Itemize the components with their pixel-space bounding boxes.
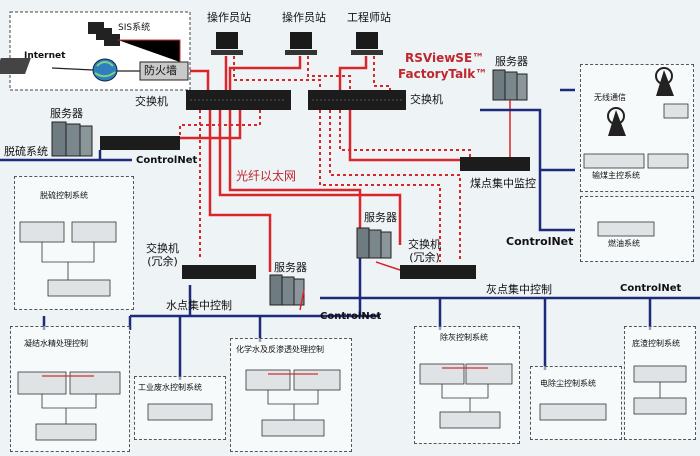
- plc-rack: [69, 371, 121, 395]
- electrostatic-box: [530, 366, 622, 440]
- workstation-icon: [285, 32, 317, 55]
- bottom-ash-label: 底渣控制系统: [632, 339, 680, 348]
- antenna-icon: [655, 67, 674, 96]
- server-main-rack: [51, 121, 93, 157]
- coal-main-ctrl-label: 输煤主控系统: [592, 171, 640, 180]
- plc-rack: [261, 419, 325, 437]
- server-ash-label: 服务器: [364, 211, 397, 224]
- plc-rack: [19, 221, 65, 243]
- fiber-net-label: 光纤以太网: [236, 169, 297, 183]
- server-water-rack: [269, 274, 305, 306]
- server-water-label: 服务器: [274, 261, 307, 274]
- plc-rack: [663, 103, 689, 119]
- plc-rack: [17, 371, 67, 395]
- switch-redundant-left-label: 交换机 (冗余): [146, 242, 179, 269]
- controlnet-desulf-label: ControlNet: [136, 155, 198, 166]
- ash-center-label: 灰点集中控制: [486, 283, 552, 296]
- desulf-controller-device: [100, 136, 180, 150]
- plc-rack: [647, 153, 689, 169]
- plc-rack: [147, 403, 213, 421]
- server-ash-rack: [356, 227, 392, 259]
- coal-subsystem-box: [580, 64, 694, 192]
- antenna-icon: [607, 107, 626, 136]
- factorytalk-label: FactoryTalk™: [398, 67, 488, 81]
- plc-rack: [539, 403, 607, 421]
- fiber-ethernet-redundant-links: [179, 56, 471, 262]
- fuel-oil-label: 燃油系统: [608, 239, 640, 248]
- sis-label: SIS系统: [118, 23, 151, 33]
- fiber-ethernet-links: [180, 56, 470, 272]
- controlnet-buses: [0, 88, 700, 380]
- wastewater-label: 工业废水控制系统: [138, 383, 202, 392]
- ash-removal-label: 除灰控制系统: [440, 333, 488, 342]
- workstation-icon: [211, 32, 243, 55]
- switch-main-right-label: 交换机: [410, 93, 443, 106]
- plc-rack: [465, 363, 513, 385]
- plc-rack: [245, 369, 291, 391]
- plc-rack: [583, 153, 645, 169]
- wireless-label: 无线通信: [594, 93, 626, 102]
- switch-redundant-right-device: [400, 265, 476, 279]
- coal-center-label: 煤点集中监控: [470, 177, 536, 190]
- internet-label: Internet: [24, 51, 66, 61]
- desulf-ctrl-label: 脱硫控制系统: [40, 191, 88, 200]
- laptop-icon: [0, 58, 31, 74]
- condensate-label: 凝结水精处理控制: [24, 339, 88, 348]
- op-station-2-label: 操作员站: [282, 11, 326, 24]
- plc-rack: [633, 365, 687, 383]
- plc-rack: [293, 369, 341, 391]
- server-main-label: 服务器: [50, 107, 83, 120]
- plc-rack: [633, 397, 687, 415]
- server-coal-rack: [492, 69, 528, 101]
- plc-rack: [419, 363, 465, 385]
- switch-redundant-left-device: [182, 265, 256, 279]
- controlnet-ash-label: ControlNet: [620, 283, 682, 294]
- rsview-label: RSViewSE™: [405, 51, 485, 65]
- switch-redundant-right-label: 交换机 (冗余): [408, 238, 441, 265]
- plc-rack: [71, 221, 117, 243]
- switch-main-left-label: 交换机: [135, 95, 168, 108]
- server-coal-label: 服务器: [495, 55, 528, 68]
- water-center-label: 水点集中控制: [166, 299, 232, 312]
- desulf-label: 脱硫系统: [4, 145, 48, 158]
- bottom-ash-box: [624, 326, 696, 440]
- workstation-icon: [351, 32, 383, 55]
- plc-rack: [597, 221, 655, 237]
- controlnet-water-label: ControlNet: [320, 311, 382, 322]
- controlnet-coal-label: ControlNet: [506, 235, 574, 248]
- firewall-label: 防火墙: [144, 64, 177, 77]
- engineer-station-label: 工程师站: [347, 11, 391, 24]
- plc-rack: [35, 423, 97, 441]
- plc-rack: [439, 411, 501, 429]
- chem-water-label: 化学水及反渗透处理控制: [236, 345, 324, 354]
- plc-rack: [47, 279, 111, 297]
- coal-controller-device: [460, 157, 530, 171]
- op-station-1-label: 操作员站: [207, 11, 251, 24]
- electrostatic-label: 电除尘控制系统: [540, 379, 596, 388]
